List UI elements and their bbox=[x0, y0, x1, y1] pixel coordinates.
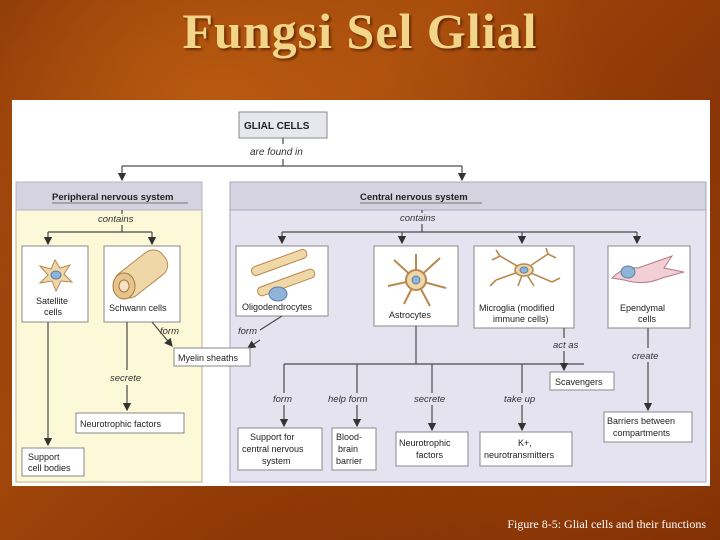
k-neurotransmitters-label-1: K+, bbox=[518, 438, 532, 448]
support-cns-label-1: Support for bbox=[250, 432, 295, 442]
astrocytes-label: Astrocytes bbox=[389, 310, 432, 320]
satellite-cells-label-1: Satellite bbox=[36, 296, 68, 306]
microglia-box bbox=[473, 245, 575, 329]
schwann-cell-icon bbox=[112, 249, 169, 300]
pns-secrete-label: secrete bbox=[110, 373, 141, 384]
scavengers-box bbox=[549, 371, 615, 391]
glial-cells-label: GLIAL CELLS bbox=[244, 121, 310, 132]
ependymal-cells-label-1: Ependymal bbox=[620, 303, 665, 313]
support-cell-bodies-box bbox=[21, 447, 85, 477]
oligodendrocytes-label: Oligodendrocytes bbox=[242, 302, 313, 312]
cns-title: Central nervous system bbox=[360, 192, 468, 203]
pns-form-label: form bbox=[160, 326, 179, 337]
k-neurotransmitters-label-2: neurotransmitters bbox=[484, 450, 555, 460]
astro-link-take-up: take up bbox=[504, 394, 535, 405]
myelin-sheaths-box bbox=[173, 347, 251, 367]
support-cns-label-3: system bbox=[262, 456, 291, 466]
satellite-cells-label-2: cells bbox=[44, 307, 63, 317]
bbb-label-3: barrier bbox=[336, 456, 362, 466]
glial-cells-box bbox=[238, 111, 328, 139]
bbb-label-1: Blood- bbox=[336, 432, 362, 442]
astro-link-secrete: secrete bbox=[414, 394, 445, 405]
ependymal-cells-label-2: cells bbox=[638, 314, 657, 324]
microglia-label-1: Microglia (modified bbox=[479, 303, 555, 313]
blood-brain-barrier-box bbox=[331, 427, 377, 471]
cns-neurotrophic-label-1: Neurotrophic bbox=[399, 438, 451, 448]
ependymal-cell-icon bbox=[610, 255, 685, 284]
support-cns-box bbox=[237, 427, 323, 471]
astrocyte-icon bbox=[387, 254, 447, 307]
pns-header bbox=[15, 181, 203, 211]
cns-contains-connectors bbox=[277, 210, 642, 245]
cns-neurotrophic-label-2: factors bbox=[416, 450, 444, 460]
figure-caption: Figure 8-5: Glial cells and their functi… bbox=[507, 517, 706, 531]
scavengers-label: Scavengers bbox=[555, 377, 603, 387]
root-link: are found in bbox=[250, 147, 303, 158]
support-cell-bodies-label-2: cell bodies bbox=[28, 463, 71, 473]
k-neurotransmitters-box bbox=[479, 431, 573, 467]
barriers-box bbox=[603, 411, 693, 443]
cns-outcome-connectors bbox=[279, 326, 653, 432]
glial-cells-figure: GLIAL CELLS are found in Peripheral nerv… bbox=[12, 100, 710, 486]
microglia-act-as-label: act as bbox=[553, 340, 579, 351]
pns-title: Peripheral nervous system bbox=[52, 192, 173, 203]
myelin-sheaths-label: Myelin sheaths bbox=[178, 353, 239, 363]
cns-neurotrophic-box bbox=[395, 431, 469, 467]
pns-neurotrophic-box bbox=[75, 412, 185, 434]
cns-header bbox=[229, 181, 707, 211]
cns-link: contains bbox=[400, 213, 436, 224]
oligodendrocyte-icon bbox=[251, 248, 316, 302]
ependymal-create-label: create bbox=[632, 351, 658, 362]
astro-link-form: form bbox=[273, 394, 292, 405]
ependymal-cells-box bbox=[607, 245, 691, 329]
oligo-form-label: form bbox=[238, 326, 257, 337]
barriers-label-1: Barriers between bbox=[607, 416, 675, 426]
astro-link-help-form: help form bbox=[328, 394, 368, 405]
pns-contains-connectors bbox=[43, 210, 157, 246]
microglia-label-2: immune cells) bbox=[493, 314, 549, 324]
satellite-cell-icon bbox=[38, 258, 74, 293]
root-connectors bbox=[117, 138, 467, 182]
pns-link: contains bbox=[98, 214, 134, 225]
barriers-label-2: compartments bbox=[613, 428, 671, 438]
pns-outcome-connectors bbox=[43, 315, 283, 447]
support-cell-bodies-label-1: Support bbox=[28, 452, 60, 462]
pns-neurotrophic-label: Neurotrophic factors bbox=[80, 419, 162, 429]
microglia-icon bbox=[489, 247, 561, 287]
slide-title: Fungsi Sel Glial bbox=[182, 3, 538, 59]
support-cns-label-2: central nervous bbox=[242, 444, 304, 454]
schwann-cells-label: Schwann cells bbox=[109, 303, 167, 313]
bbb-label-2: brain bbox=[338, 444, 358, 454]
